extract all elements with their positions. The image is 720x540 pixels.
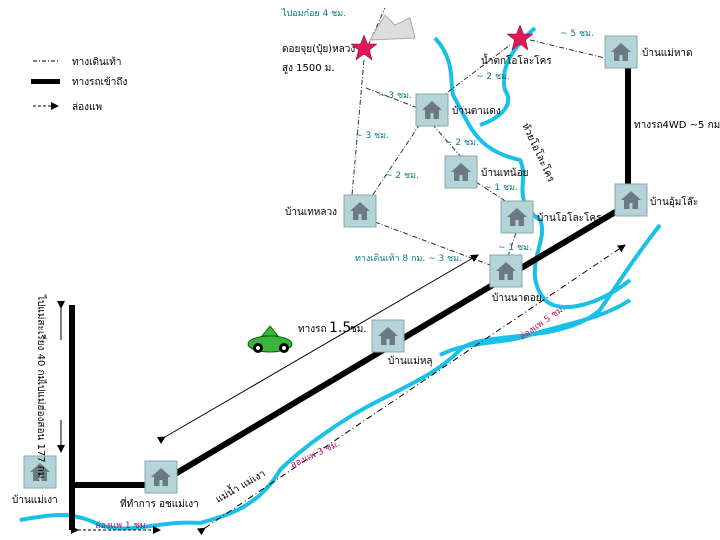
time-thenoi-olokro: ~ 1 ชม. (484, 183, 518, 193)
label-the-noi: บ้านเทน้อย (481, 167, 529, 179)
label-walk-total: ทางเดินเท้า 8 กม. ~ 3 ชม. (355, 253, 462, 264)
legend-road-line (31, 79, 60, 84)
label-mae-ngao: บ้านแม่เงา (12, 494, 58, 506)
house-icon-olokro[interactable] (500, 200, 534, 234)
label-road-prefix: ทางรถ (298, 324, 327, 335)
mountain-icon (369, 14, 416, 41)
house-icon-ta-daeng[interactable] (415, 93, 449, 127)
label-olokro: บ้านโอโละโคร (537, 211, 602, 224)
label-to-omkoi: ไปอมก๋อย 4 ชม. (281, 8, 346, 19)
label-mae-lu: บ้านแม่หลุ (388, 355, 433, 367)
label-to-mae-sariang: ไปแม่สะเรียง 40 กม. (35, 294, 47, 385)
label-road-unit: ชม. (350, 324, 367, 335)
time-tadaeng-waterfall: ~ 2 ชม. (476, 72, 510, 82)
time-olokro-nadoi: ~ 1 ชม. (498, 243, 532, 253)
label-road-time: 1.5 (329, 320, 351, 336)
legend-walk-label: ทางเดินเท้า (72, 56, 121, 68)
label-to-mae-hong-son: ไปแม่ฮ่องสอน 177 กม. (35, 379, 47, 482)
label-waterfall: น้ำตกโอโละโคร (481, 53, 552, 67)
label-raft-1: ล่องแพ 1 ชม. (95, 521, 148, 531)
rivers (19, 26, 662, 531)
label-na-doi: บ้านนาดอย (492, 292, 542, 304)
label-river: แม่น้ำ แม่เงา (213, 466, 268, 506)
label-ta-daeng: บ้านตาแดง (452, 105, 501, 117)
house-icon-mae-lu[interactable] (371, 319, 405, 353)
time-tadaeng-thenoi: ~ 2 ชม. (445, 138, 479, 148)
house-icon-um-lo[interactable] (614, 183, 648, 217)
house-icon-the-noi[interactable] (444, 155, 478, 189)
time-doi-theluang: ~ 3 ชม. (355, 131, 389, 141)
label-raft-5: ล่องแพ 5 ชม. (518, 304, 567, 343)
label-doi-jui: ดอยจุย(ปุ๋ย)หลวง (282, 43, 355, 55)
house-icon-mae-hat[interactable] (604, 35, 638, 69)
label-um-lo: บ้านอุ้มโล๊ะ (650, 195, 698, 208)
house-icon-the-luang[interactable] (343, 194, 377, 228)
time-tadaeng-theluang: ~ 2 ชม. (385, 171, 419, 181)
label-4wd: ทางรถ4WD ~5 กม. (634, 120, 720, 131)
label-the-luang: บ้านเทหลวง (285, 206, 337, 218)
time-doi-tadaeng: ~ 3 ชม. (378, 91, 412, 101)
house-icon-na-doi[interactable] (489, 254, 523, 288)
label-hq: ที่ทำการ อชแม่เงา (120, 496, 199, 510)
legend: ทางเดินเท้า ทางรถเข้าถึง ล่องแพ (31, 56, 127, 113)
road-distance-arrow (156, 254, 479, 444)
legend-raft-label: ล่องแพ (72, 102, 102, 113)
label-doi-jui-height: สูง 1500 ม. (282, 63, 335, 74)
house-icon-hq[interactable] (144, 460, 178, 494)
label-mae-hat: บ้านแม่หาด (642, 47, 693, 59)
car-icon (247, 325, 293, 353)
time-waterfall-maehat: ~ 5 ชม. (560, 29, 594, 39)
legend-road-label: ทางรถเข้าถึง (72, 76, 127, 88)
